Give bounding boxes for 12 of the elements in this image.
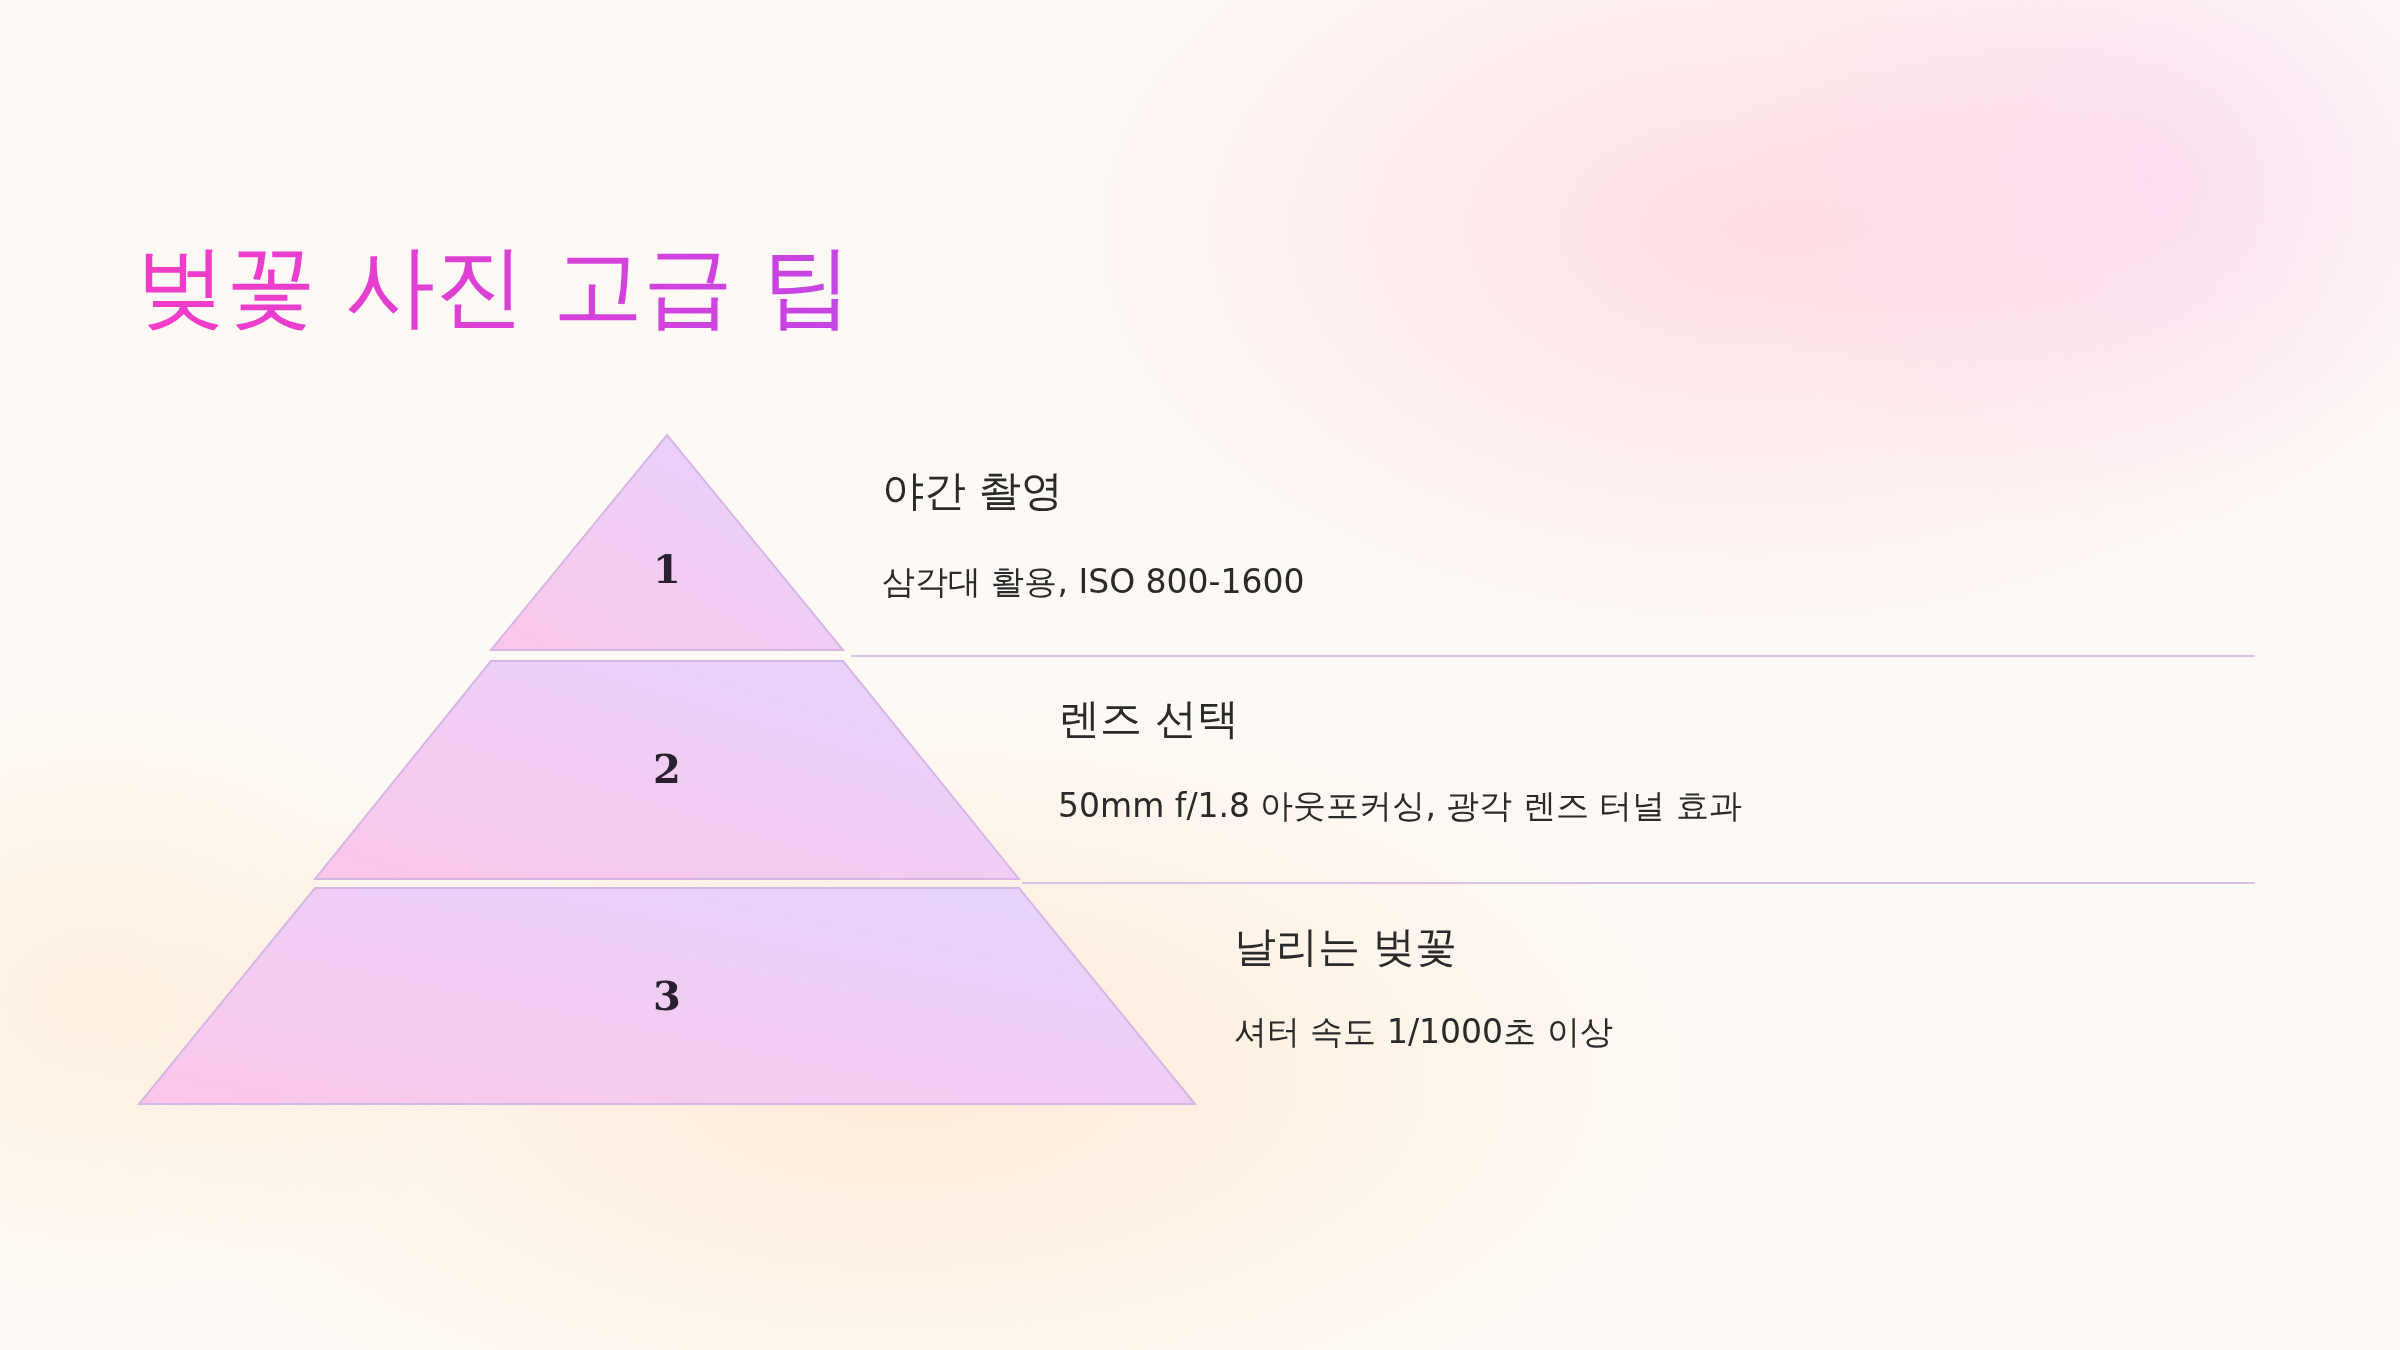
tier-description: 셔터 속도 1/1000초 이상 — [1234, 1012, 1613, 1052]
tier-number: 1 — [653, 544, 681, 592]
pyramid-tier — [315, 661, 1019, 879]
tier-description: 50mm f/1.8 아웃포커싱, 광각 렌즈 터널 효과 — [1058, 786, 1742, 826]
pyramid-tier — [491, 435, 843, 650]
pyramid-tier — [139, 888, 1195, 1104]
tier-description: 삼각대 활용, ISO 800-1600 — [882, 562, 1305, 602]
tier-number: 3 — [653, 971, 681, 1019]
tier-heading: 렌즈 선택 — [1058, 694, 1240, 745]
tier-heading: 날리는 벚꽃 — [1234, 922, 1458, 973]
tier-heading: 야간 촬영 — [882, 466, 1064, 517]
tier-number: 2 — [653, 744, 681, 792]
